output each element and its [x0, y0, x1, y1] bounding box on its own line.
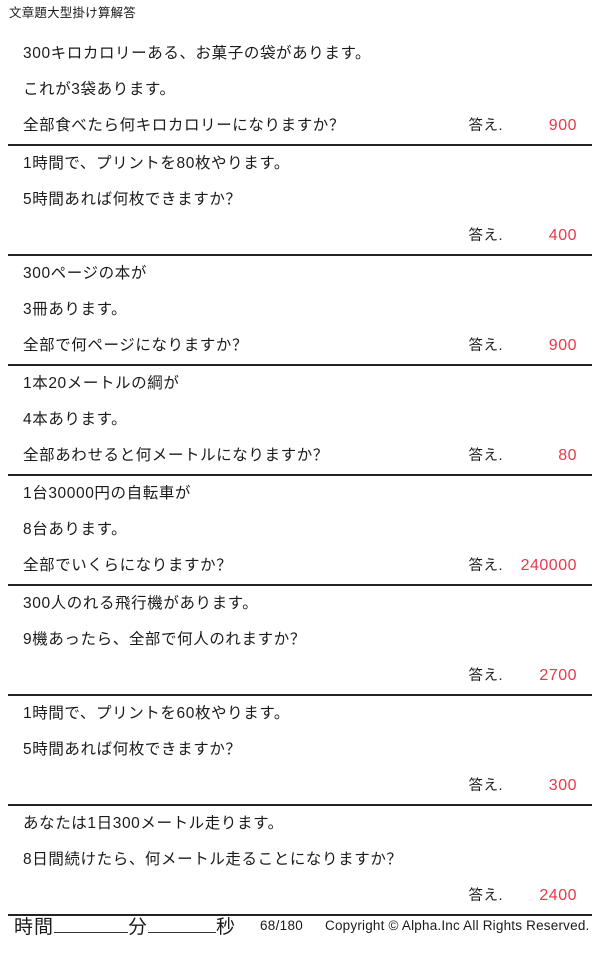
answer-label: 答え. — [468, 338, 503, 354]
answer-value: 900 — [548, 337, 577, 354]
answer-group: 答え. 900 — [468, 328, 577, 364]
problem-text: 全部食べたら何キロカロリーになりますか？ — [23, 117, 346, 134]
problem-block: 1時間で、プリントを80枚やります。 5時間あれば何枚できますか？ 答え. 400 — [8, 146, 592, 256]
problem-line: 8台あります。 — [23, 512, 577, 548]
answer-value: 240000 — [520, 557, 577, 574]
answer-value: 300 — [548, 777, 577, 794]
answer-value: 2700 — [539, 667, 577, 684]
answer-group: 答え. 300 — [468, 768, 577, 804]
problem-line: 1台30000円の自転車が — [23, 476, 577, 512]
problem-line: これが3袋あります。 — [23, 72, 577, 108]
page-title: 文章題大型掛け算解答 — [9, 6, 137, 20]
problem-text: 1時間で、プリントを80枚やります。 — [23, 155, 290, 172]
page-footer: 時間 分 秒 68/180 Copyright © Alpha.Inc All Ri… — [0, 912, 600, 942]
problem-line: 1時間で、プリントを80枚やります。 — [23, 146, 577, 182]
problem-line: 答え. 2700 — [23, 658, 577, 694]
problem-line: 5時間あれば何枚できますか？ — [23, 182, 577, 218]
problem-list: 300キロカロリーある、お菓子の袋があります。これが3袋あります。全部食べたら何… — [0, 36, 600, 916]
problem-text: 8台あります。 — [23, 521, 128, 538]
problem-text: 300ページの本が — [23, 265, 147, 282]
problem-text: 300キロカロリーある、お菓子の袋があります。 — [23, 45, 372, 62]
problem-line: 5時間あれば何枚できますか？ — [23, 732, 577, 768]
problem-text: 8日間続けたら、何メートル走ることになりますか？ — [23, 851, 403, 868]
time-record-field[interactable]: 時間 分 秒 — [14, 912, 236, 939]
answer-group: 答え. 80 — [468, 438, 577, 474]
problem-line: 1時間で、プリントを60枚やります。 — [23, 696, 577, 732]
problem-text: 5時間あれば何枚できますか？ — [23, 741, 242, 758]
problem-text: 1時間で、プリントを60枚やります。 — [23, 705, 290, 722]
problem-line: 300人のれる飛行機があります。 — [23, 586, 577, 622]
answer-label: 答え. — [468, 228, 503, 244]
problem-text: 300人のれる飛行機があります。 — [23, 595, 259, 612]
answer-label: 答え. — [468, 778, 503, 794]
answer-group: 答え. 2700 — [468, 658, 577, 694]
problem-text: これが3袋あります。 — [23, 81, 176, 98]
answer-group: 答え. 400 — [468, 218, 577, 254]
time-second-label: 秒 — [216, 917, 237, 938]
problem-block: 1台30000円の自転車が 8台あります。全部でいくらになりますか？ 答え. 2400… — [8, 476, 592, 586]
problem-line: 8日間続けたら、何メートル走ることになりますか？ — [23, 842, 577, 878]
problem-block: 300ページの本が 3冊あります。全部で何ページになりますか？ 答え. 900 — [8, 256, 592, 366]
problem-block: 300キロカロリーある、お菓子の袋があります。これが3袋あります。全部食べたら何… — [8, 36, 592, 146]
time-minute-label: 分 — [128, 917, 149, 938]
answer-group: 答え. 900 — [468, 108, 577, 144]
problem-line: 答え. 2400 — [23, 878, 577, 914]
problem-line: 全部でいくらになりますか？ 答え. 240000 — [23, 548, 577, 584]
problem-line: 1本20メートルの綱が — [23, 366, 577, 402]
page-number: 68/180 — [260, 918, 304, 933]
time-hour-label: 時間 — [14, 917, 55, 938]
answer-group: 答え. 240000 — [468, 548, 577, 584]
problem-text: 9機あったら、全部で何人のれますか？ — [23, 631, 306, 648]
problem-line: 答え. 400 — [23, 218, 577, 254]
problem-text: 1本20メートルの綱が — [23, 375, 180, 392]
problem-text: 全部あわせると何メートルになりますか？ — [23, 447, 329, 464]
answer-label: 答え. — [468, 888, 503, 904]
answer-label: 答え. — [468, 558, 503, 574]
answer-label: 答え. — [468, 448, 503, 464]
problem-block: 300人のれる飛行機があります。 9機あったら、全部で何人のれますか？ 答え. 270… — [8, 586, 592, 696]
problem-line: 3冊あります。 — [23, 292, 577, 328]
time-hour-blank[interactable] — [54, 932, 129, 933]
answer-value: 80 — [558, 447, 577, 464]
answer-value: 2400 — [539, 887, 577, 904]
answer-label: 答え. — [468, 668, 503, 684]
problem-text: 3冊あります。 — [23, 301, 128, 318]
answer-group: 答え. 2400 — [468, 878, 577, 914]
problem-line: 4本あります。 — [23, 402, 577, 438]
problem-text: 4本あります。 — [23, 411, 128, 428]
problem-block: 1時間で、プリントを60枚やります。 5時間あれば何枚できますか？ 答え. 300 — [8, 696, 592, 806]
problem-text: 5時間あれば何枚できますか？ — [23, 191, 242, 208]
answer-value: 900 — [548, 117, 577, 134]
problem-block: あなたは1日300メートル走ります。 8日間続けたら、何メートル走ることになります… — [8, 806, 592, 916]
answer-label: 答え. — [468, 118, 503, 134]
problem-line: 全部食べたら何キロカロリーになりますか？ 答え. 900 — [23, 108, 577, 144]
time-minute-blank[interactable] — [148, 932, 217, 933]
problem-text: あなたは1日300メートル走ります。 — [23, 815, 284, 832]
problem-text: 全部で何ページになりますか？ — [23, 337, 249, 354]
problem-line: 全部あわせると何メートルになりますか？ 答え. 80 — [23, 438, 577, 474]
problem-line: 答え. 300 — [23, 768, 577, 804]
problem-text: 全部でいくらになりますか？ — [23, 557, 233, 574]
problem-block: 1本20メートルの綱が 4本あります。全部あわせると何メートルになりますか？ 答え.… — [8, 366, 592, 476]
answer-value: 400 — [548, 227, 577, 244]
problem-line: 300ページの本が — [23, 256, 577, 292]
problem-line: 300キロカロリーある、お菓子の袋があります。 — [23, 36, 577, 72]
problem-line: あなたは1日300メートル走ります。 — [23, 806, 577, 842]
problem-line: 全部で何ページになりますか？ 答え. 900 — [23, 328, 577, 364]
problem-line: 9機あったら、全部で何人のれますか？ — [23, 622, 577, 658]
copyright-notice: Copyright © Alpha.Inc All Rights Reserve… — [325, 918, 590, 933]
problem-text: 1台30000円の自転車が — [23, 485, 192, 502]
